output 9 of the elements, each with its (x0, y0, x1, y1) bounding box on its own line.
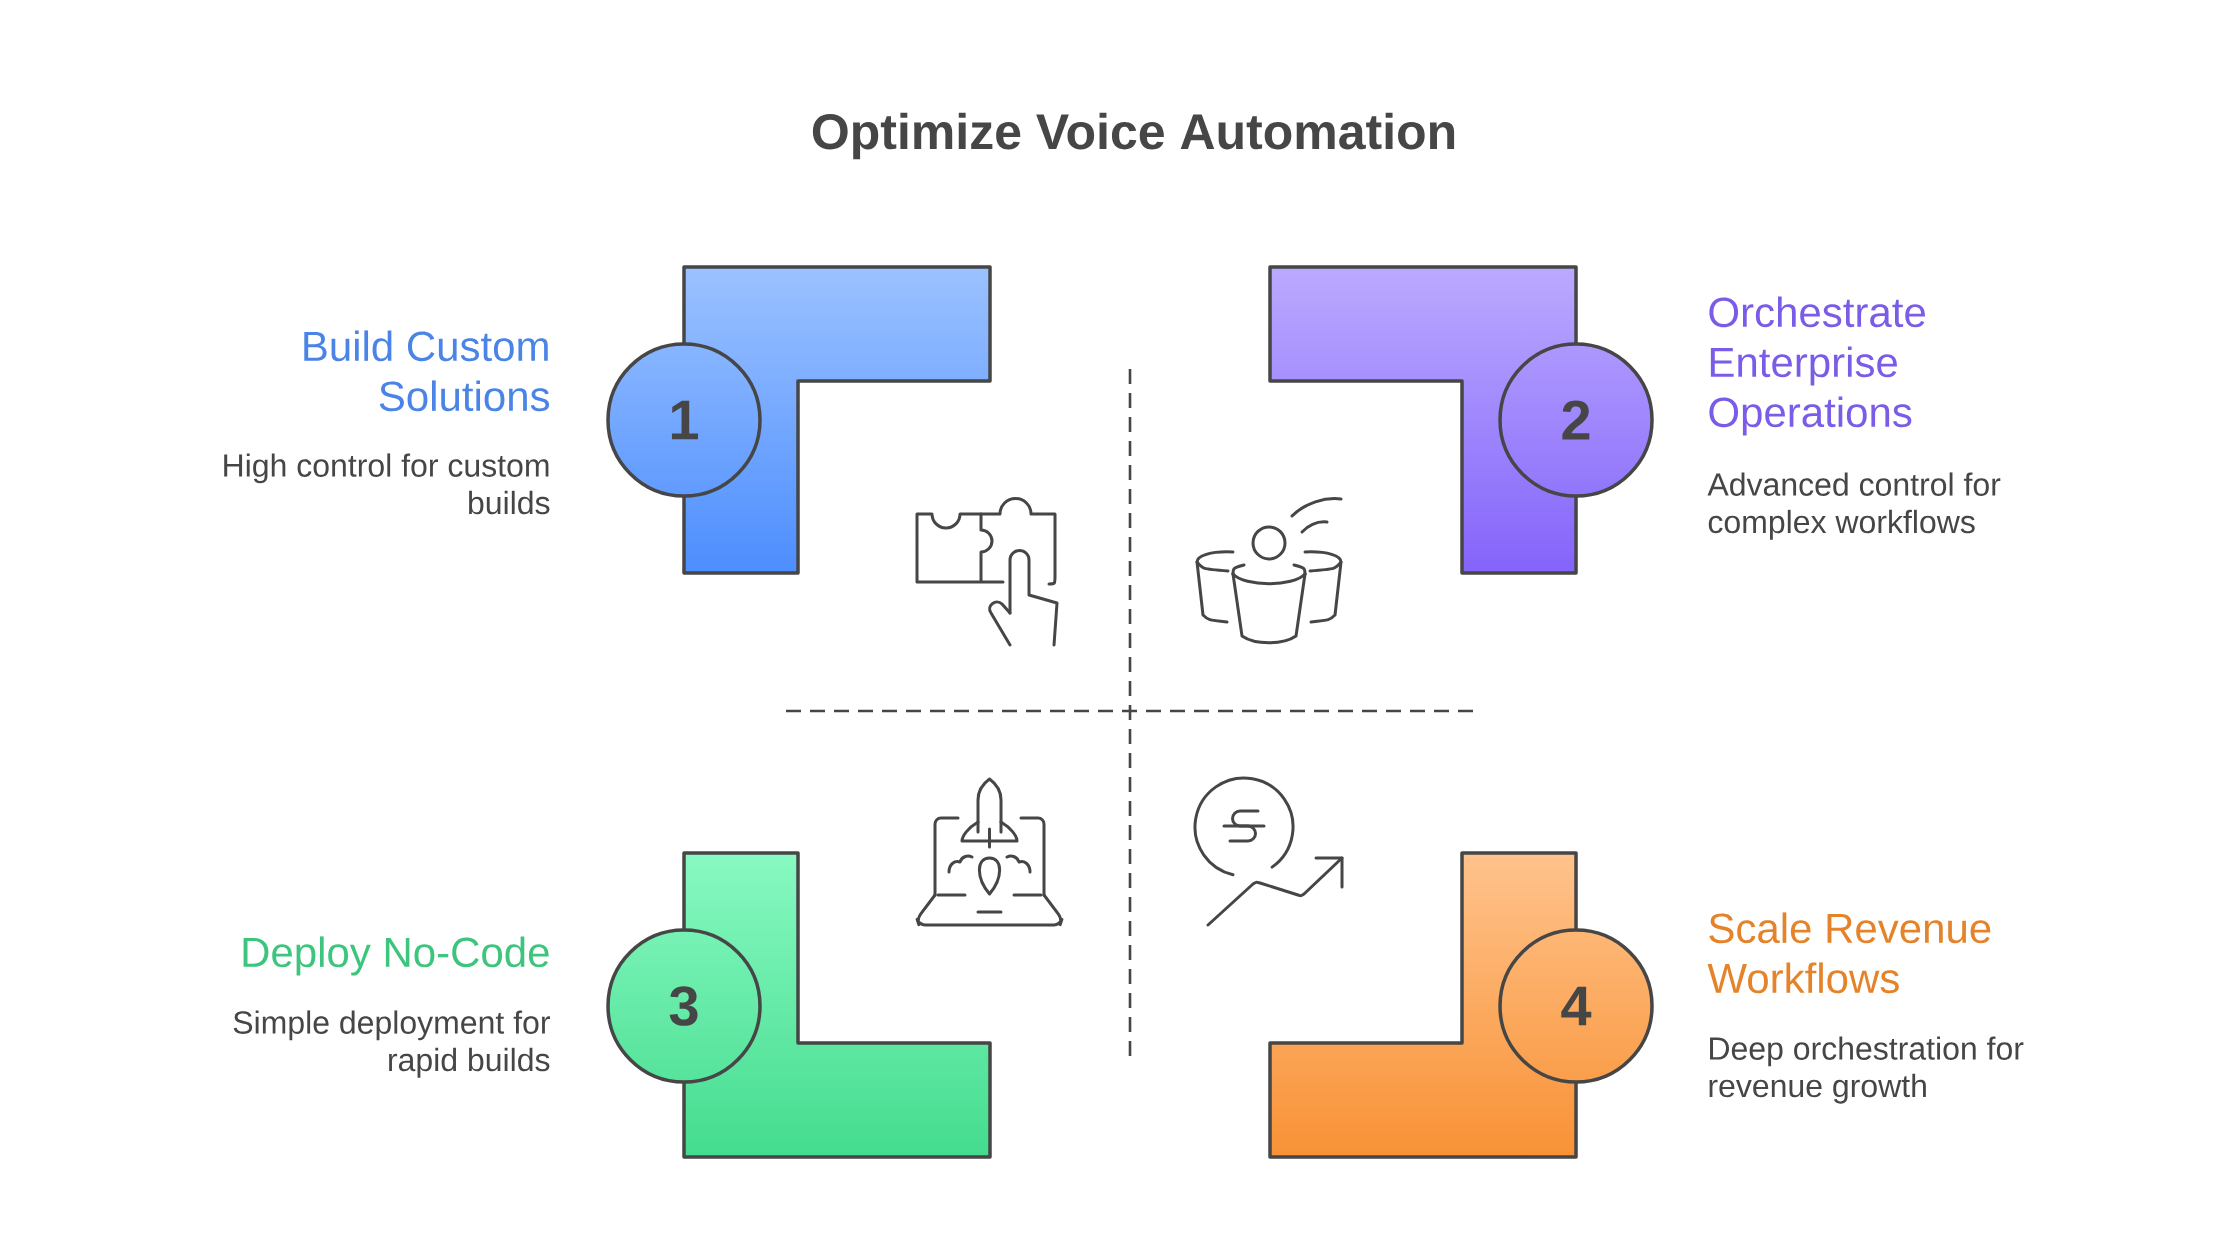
heading: Build Custom Solutions (304, 330, 550, 412)
description: Advanced control for complex workflows (1707, 472, 2001, 540)
heading: Deploy No-Code (243, 936, 549, 976)
heading: Scale Revenue Workflows (1707, 912, 1991, 994)
description: Simple deployment for rapid builds (233, 1010, 550, 1078)
description: Deep orchestration for revenue growth (1709, 1036, 2024, 1104)
title: Optimize Voice Automation (812, 112, 1455, 160)
description: High control for custom builds (224, 453, 550, 515)
heading: Orchestrate Enterprise Operations (1709, 296, 1925, 436)
